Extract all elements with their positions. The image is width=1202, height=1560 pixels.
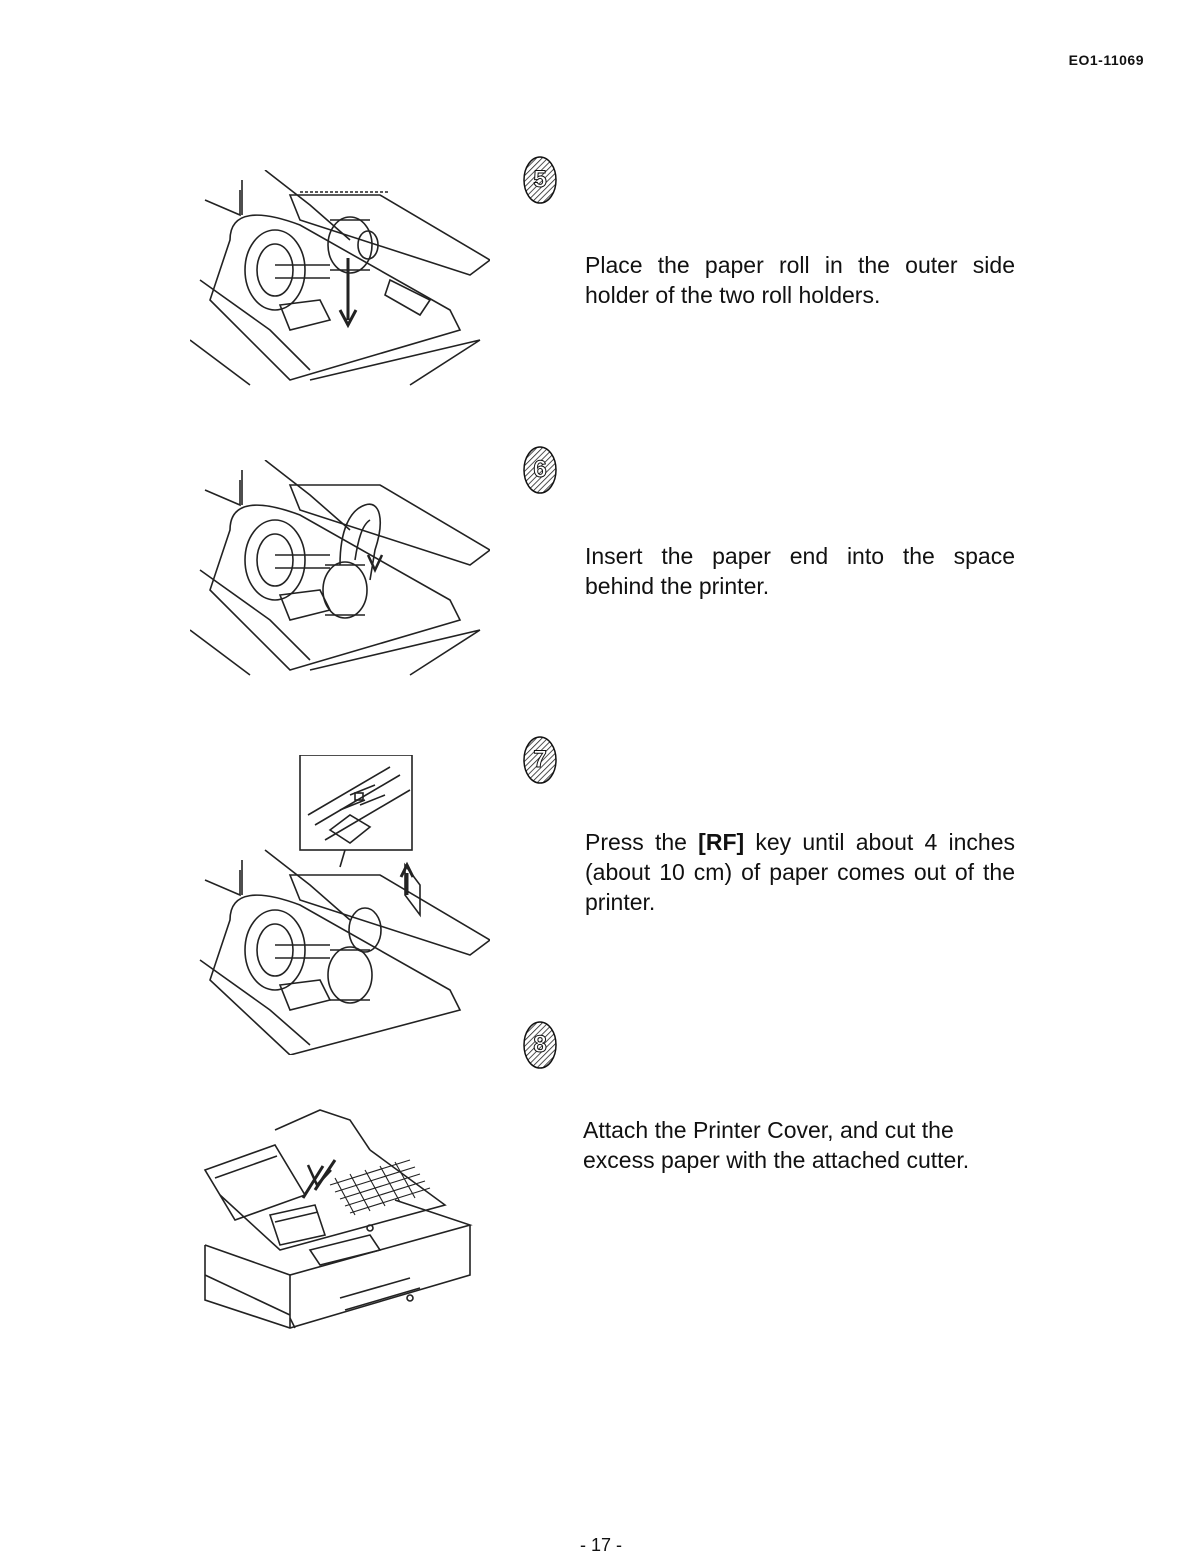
illustration-insert-paper-end [190, 460, 490, 680]
illustration-place-paper-roll [190, 170, 490, 390]
page-number: - 17 - [579, 1535, 622, 1555]
illustration-press-rf-key [190, 755, 490, 1055]
step-5-text: Place the paper roll in the outer side h… [585, 252, 1015, 308]
step-badge-7 [522, 735, 558, 785]
rf-key-label: [RF] [698, 829, 745, 855]
step-badge-8 [522, 1020, 558, 1070]
step-number-5: 5 [533, 166, 547, 194]
step-7-text: Press the [RF] key until about 4 inches … [585, 827, 1015, 917]
step-number-7: 7 [533, 746, 547, 774]
step-6-text: Insert the paper end into the space behi… [585, 543, 1015, 599]
illustration-attach-printer-cover [195, 1100, 485, 1330]
step-badge-5 [522, 155, 558, 205]
step-number-8: 8 [533, 1031, 547, 1059]
step-7-text-before-key: Press the [585, 829, 687, 855]
step-number-6: 6 [533, 456, 547, 484]
step-8-text: Attach the Printer Cover, and cut the ex… [583, 1117, 970, 1173]
step-7-text-after-key: key until about 4 inches (about 10 cm) o… [585, 829, 1015, 915]
step-badge-6 [522, 445, 558, 495]
document-id: EO1-11069 [1068, 52, 1144, 68]
